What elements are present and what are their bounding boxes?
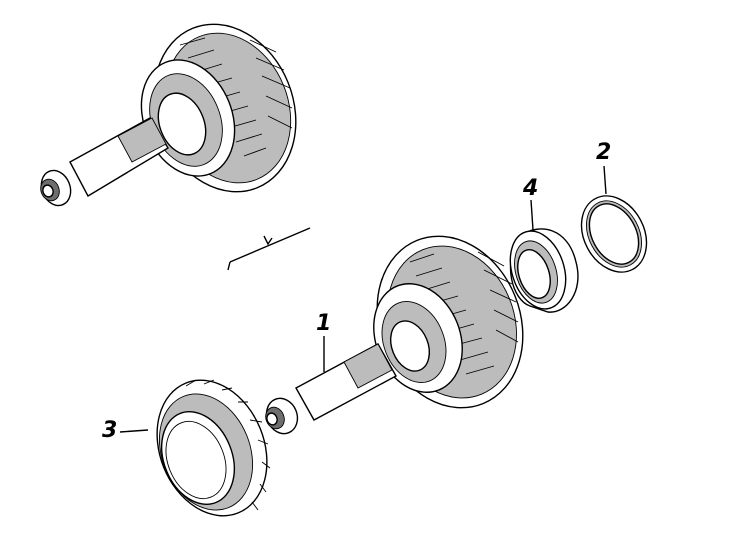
- callout-part-2: 2: [596, 140, 612, 165]
- part-2-ring: [580, 195, 648, 273]
- callout-part-3: 3: [102, 418, 118, 443]
- part-4-bearing-cup: [509, 228, 579, 313]
- callout-part-4: 4: [523, 176, 539, 201]
- part-3-roller-bearing: [156, 379, 271, 517]
- explode-indicator: [227, 227, 311, 271]
- assembled-shaft-gear: [40, 23, 297, 207]
- part-1-shaft-gear: [265, 235, 524, 435]
- callout-part-1: 1: [316, 311, 332, 336]
- leader-lines: [119, 165, 607, 433]
